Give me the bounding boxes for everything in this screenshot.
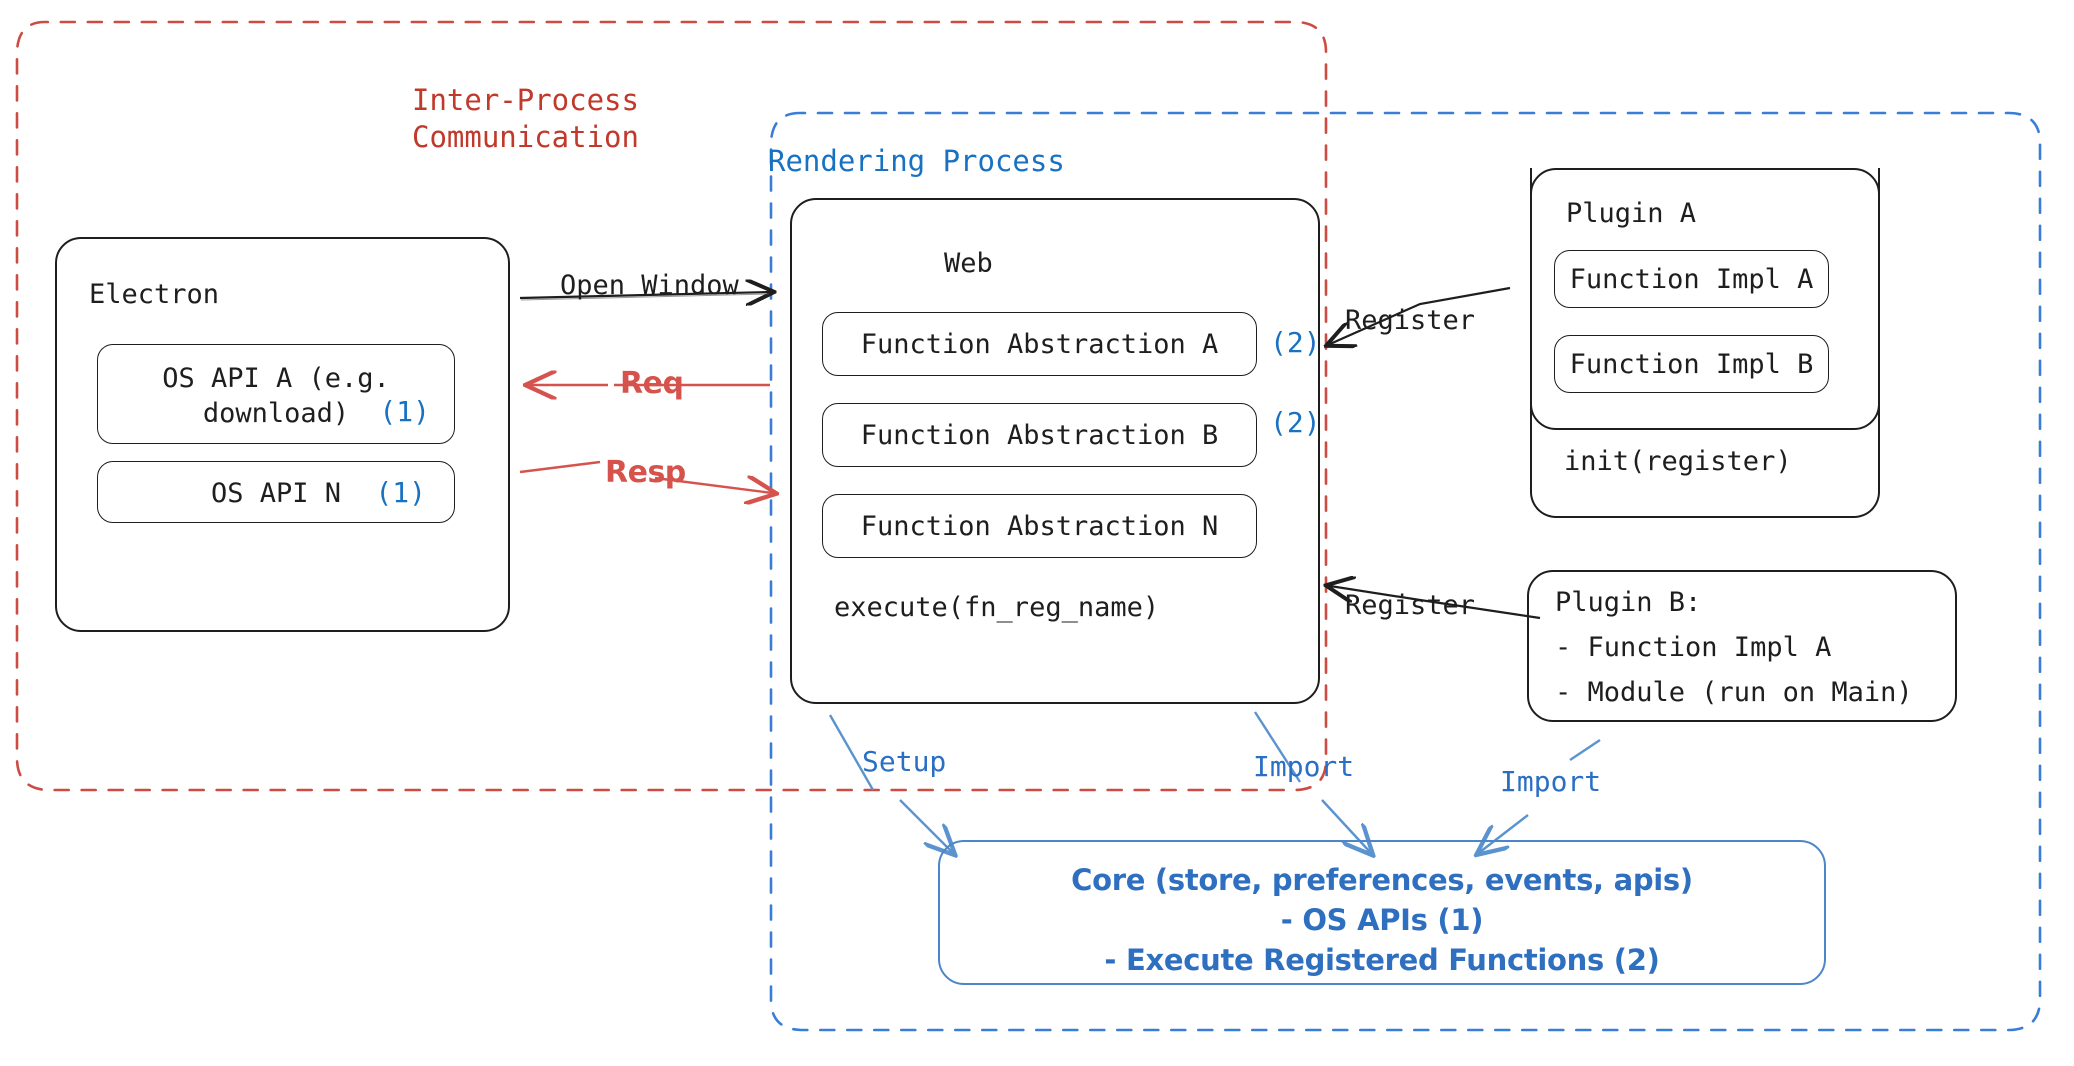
ipc-boundary-title: Inter-Process Communication [412, 83, 639, 155]
edge-label-register-a: Register [1345, 305, 1476, 336]
edge-label-import-plugin: Import [1500, 765, 1602, 798]
edge-label-resp: Resp [605, 455, 686, 490]
function-abstraction-a-marker: (2) [1270, 326, 1321, 359]
web-heading: Web [944, 248, 993, 279]
plugin-b-line-0: Plugin B: [1555, 587, 1702, 618]
function-impl-b-box[interactable]: Function Impl B [1554, 335, 1829, 393]
plugin-b-box[interactable]: Plugin B: - Function Impl A - Module (ru… [1527, 570, 1957, 722]
os-api-a-marker: (1) [379, 395, 430, 428]
web-execute-label: execute(fn_reg_name) [834, 592, 1160, 623]
plugin-a-heading: Plugin A [1566, 198, 1697, 229]
plugin-a-init-label: init(register) [1564, 446, 1792, 477]
function-impl-a-box[interactable]: Function Impl A [1554, 250, 1829, 308]
core-line-2: - Execute Registered Functions (2) [1104, 943, 1660, 977]
core-line-0: Core (store, preferences, events, apis) [1071, 863, 1693, 897]
edge-setup [828, 714, 952, 852]
rendering-process-title: Rendering Process [768, 144, 1065, 178]
web-box[interactable]: Web Function Abstraction A (2) Function … [790, 198, 1321, 704]
edge-label-open-window: Open Window [560, 270, 739, 301]
function-abstraction-a-box[interactable]: Function Abstraction A [822, 312, 1257, 376]
plugin-b-line-2: - Module (run on Main) [1555, 677, 1913, 708]
function-impl-a-label: Function Impl A [1569, 264, 1814, 295]
os-api-n-label: OS API N [210, 478, 342, 509]
core-line-1: - OS APIs (1) [1280, 903, 1484, 937]
plugin-a-box[interactable]: Plugin A Function Impl A Function Impl B [1530, 168, 1880, 430]
electron-box[interactable]: Electron OS API A (e.g. download) (1) OS… [55, 237, 510, 632]
os-api-n-marker: (1) [375, 476, 426, 509]
function-abstraction-b-box[interactable]: Function Abstraction B [822, 403, 1257, 467]
function-impl-b-label: Function Impl B [1569, 349, 1814, 380]
function-abstraction-a-label: Function Abstraction A [860, 329, 1219, 360]
function-abstraction-b-marker: (2) [1270, 406, 1321, 439]
edge-label-setup: Setup [862, 745, 947, 778]
function-abstraction-n-box[interactable]: Function Abstraction N [822, 494, 1257, 558]
os-api-a-label: OS API A (e.g. download) [162, 363, 390, 430]
edge-label-register-b: Register [1345, 590, 1476, 621]
os-api-a-box[interactable]: OS API A (e.g. download) (1) [97, 344, 455, 444]
os-api-n-box[interactable]: OS API N (1) [97, 461, 455, 523]
core-box[interactable]: Core (store, preferences, events, apis) … [938, 840, 1826, 985]
edge-label-req: Req [620, 366, 684, 401]
electron-heading: Electron [89, 279, 220, 310]
plugin-b-line-1: - Function Impl A [1555, 632, 1832, 663]
edge-label-import-web: Import [1253, 750, 1355, 783]
function-abstraction-n-label: Function Abstraction N [860, 511, 1219, 542]
function-abstraction-b-label: Function Abstraction B [860, 420, 1219, 451]
